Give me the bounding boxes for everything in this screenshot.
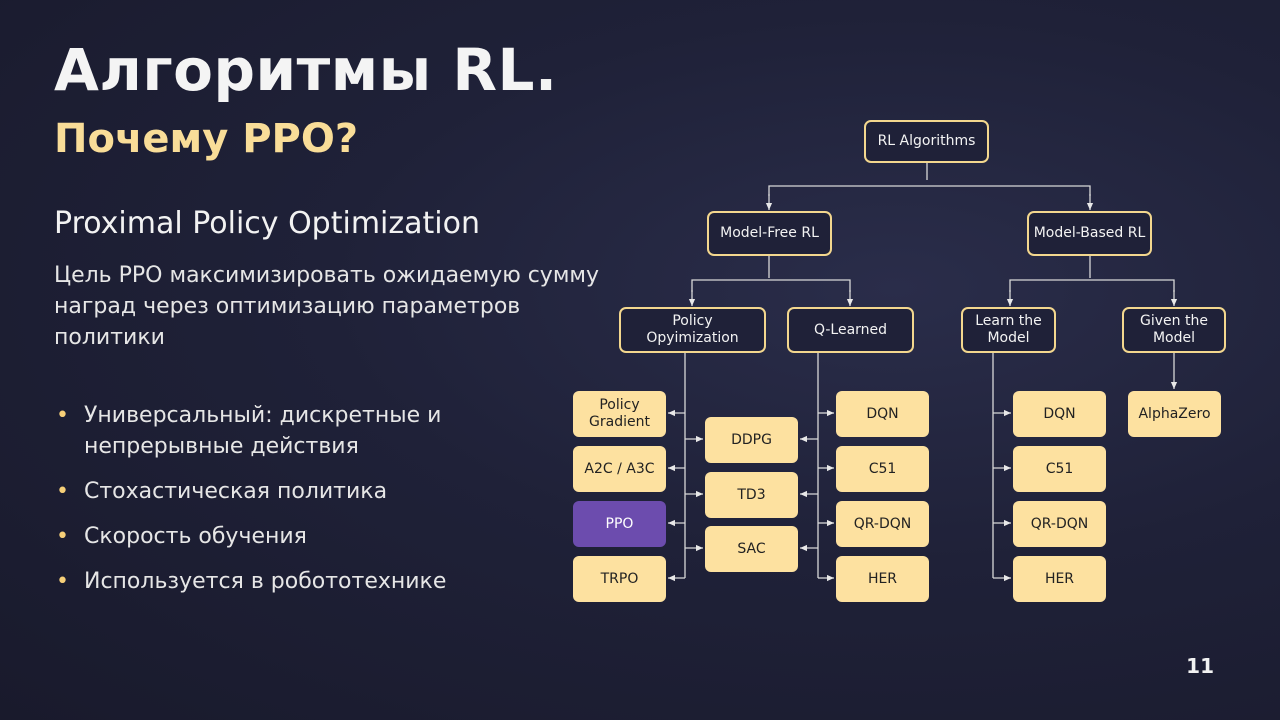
connector-root-split xyxy=(768,185,1091,196)
bullet-text: Универсальный: дискретные и непрерывные … xyxy=(84,403,442,459)
node-policy-gradient: Policy Gradient xyxy=(573,391,666,437)
node-learn-model: Learn the Model xyxy=(961,307,1056,353)
node-alphazero: AlphaZero xyxy=(1128,391,1221,437)
bullet-dot-icon: • xyxy=(56,524,69,549)
bullet-item: • Используется в робототехнике xyxy=(54,566,574,597)
slide-title: Алгоритмы RL. xyxy=(54,36,558,104)
node-q-her: HER xyxy=(836,556,929,602)
bullet-item: • Скорость обучения xyxy=(54,521,574,552)
node-model-free: Model-Free RL xyxy=(707,211,832,256)
page-number: 11 xyxy=(1186,654,1214,678)
slide-subtitle: Почему PPO? xyxy=(54,116,359,162)
node-ddpg: DDPG xyxy=(705,417,798,463)
node-rl-algorithms: RL Algorithms xyxy=(864,120,989,163)
bullet-dot-icon: • xyxy=(56,479,69,504)
node-a2c-a3c: A2C / A3C xyxy=(573,446,666,492)
bullet-dot-icon: • xyxy=(56,569,69,594)
bullet-text: Скорость обучения xyxy=(84,524,307,549)
connector-mf-split xyxy=(691,279,851,292)
node-learn-her: HER xyxy=(1013,556,1106,602)
node-trpo: TRPO xyxy=(573,556,666,602)
node-learn-dqn: DQN xyxy=(1013,391,1106,437)
bullet-text: Используется в робототехнике xyxy=(84,569,447,594)
bullet-text: Стохастическая политика xyxy=(84,479,388,504)
node-given-model: Given the Model xyxy=(1122,307,1226,353)
node-learn-c51: C51 xyxy=(1013,446,1106,492)
description-text: Цель PPO максимизировать ожидаемую сумму… xyxy=(54,263,600,350)
bullet-list: • Универсальный: дискретные и непрерывные… xyxy=(54,400,574,611)
bullet-item: • Стохастическая политика xyxy=(54,476,574,507)
node-q-c51: C51 xyxy=(836,446,929,492)
node-learn-qr-dqn: QR-DQN xyxy=(1013,501,1106,547)
connector-mb-split xyxy=(1009,279,1175,292)
node-model-based: Model-Based RL xyxy=(1027,211,1152,256)
bullet-dot-icon: • xyxy=(56,403,69,428)
node-q-qr-dqn: QR-DQN xyxy=(836,501,929,547)
node-ppo: PPO xyxy=(573,501,666,547)
node-sac: SAC xyxy=(705,526,798,572)
node-q-learned: Q-Learned xyxy=(787,307,914,353)
node-td3: TD3 xyxy=(705,472,798,518)
node-q-dqn: DQN xyxy=(836,391,929,437)
section-heading: Proximal Policy Optimization xyxy=(54,206,480,241)
bullet-item: • Универсальный: дискретные и непрерывные… xyxy=(54,400,574,462)
node-policy-optimization: Policy Opyimization xyxy=(619,307,766,353)
